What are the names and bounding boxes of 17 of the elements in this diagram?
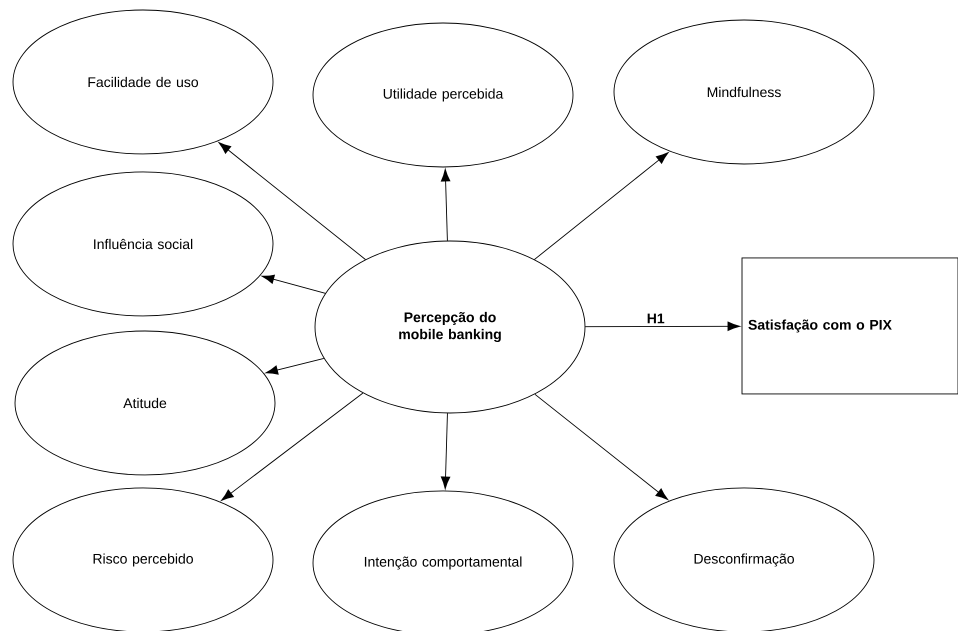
ellipse-node: Influência social — [12, 172, 274, 316]
arrow — [265, 358, 324, 375]
ellipse-node: Facilidade de uso — [12, 10, 274, 154]
arrow — [585, 322, 740, 331]
arrow — [440, 168, 450, 241]
arrow — [534, 394, 668, 500]
box-node: Satisfação com o PIX — [742, 258, 958, 394]
arrow — [534, 152, 668, 260]
ellipse-node: Mindfulness — [614, 20, 874, 164]
arrow — [262, 274, 326, 294]
edge-label: H1 — [646, 312, 666, 324]
ellipse-node: Percepção do mobile banking — [314, 240, 586, 414]
arrow — [440, 412, 450, 490]
ellipse-node: Atitude — [14, 330, 276, 476]
arrow — [218, 142, 366, 260]
ellipse-node: Utilidade percebida — [312, 22, 574, 168]
arrow — [221, 392, 364, 501]
